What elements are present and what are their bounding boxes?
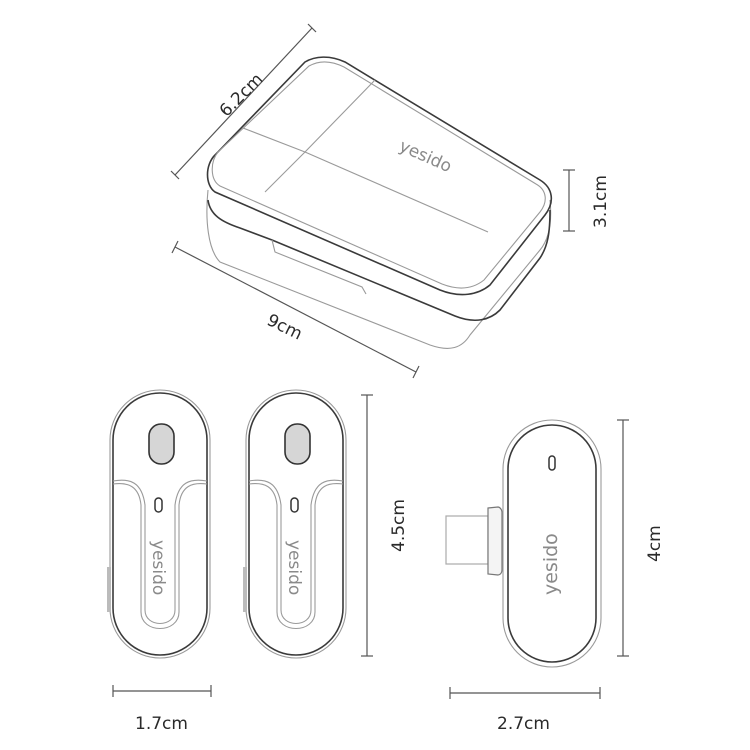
side-button bbox=[107, 567, 111, 612]
usb-c-connector bbox=[445, 515, 489, 565]
charging-case: yesido bbox=[206, 56, 553, 349]
mic-width-dimension bbox=[112, 685, 212, 697]
led-indicator bbox=[154, 497, 163, 513]
case-width-dimension bbox=[171, 240, 420, 379]
case-height-dimension bbox=[563, 169, 575, 232]
microphone-left: yesido bbox=[107, 389, 211, 659]
case-depth-dimension bbox=[170, 23, 317, 180]
mic-left-logo: yesido bbox=[148, 540, 168, 595]
receiver-width-label: 2.7cm bbox=[497, 714, 550, 734]
mic-height-dimension bbox=[361, 394, 373, 657]
case-depth-label: 6.2cm bbox=[216, 70, 268, 122]
receiver-width-dimension bbox=[449, 687, 601, 699]
led-indicator bbox=[548, 455, 556, 471]
mic-mesh-icon bbox=[284, 423, 311, 465]
microphone-right: yesido bbox=[243, 389, 347, 659]
mic-height-label: 4.5cm bbox=[389, 499, 409, 552]
case-height-label: 3.1cm bbox=[591, 175, 611, 228]
receiver-height-label: 4cm bbox=[645, 525, 665, 562]
receiver: yesido bbox=[445, 419, 602, 668]
receiver-height-dimension bbox=[617, 419, 629, 657]
receiver-logo: yesido bbox=[540, 533, 562, 595]
mic-right-logo: yesido bbox=[284, 540, 304, 595]
led-indicator bbox=[290, 497, 299, 513]
side-button bbox=[243, 567, 247, 612]
case-width-label: 9cm bbox=[264, 310, 306, 344]
mic-mesh-icon bbox=[148, 423, 175, 465]
case-logo: yesido bbox=[396, 136, 455, 177]
mic-width-label: 1.7cm bbox=[135, 714, 188, 734]
